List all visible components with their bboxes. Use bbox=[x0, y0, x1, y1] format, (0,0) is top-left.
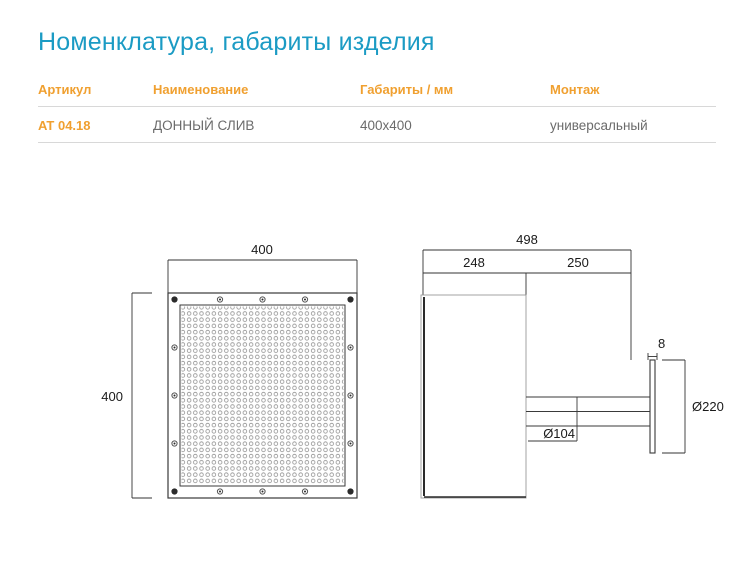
dimension-label-body-length: 248 bbox=[463, 255, 485, 270]
flange-plate bbox=[649, 359, 656, 454]
cell-dimensions: 400x400 bbox=[360, 106, 550, 143]
page-title: Номенклатура, габариты изделия bbox=[38, 28, 435, 56]
bolt-holes-left-edge bbox=[171, 344, 178, 447]
perforation-hole-grid bbox=[181, 306, 344, 485]
dimension-label-width: 400 bbox=[251, 242, 273, 257]
table-header-row: Артикул Наименование Габариты / мм Монта… bbox=[38, 82, 716, 107]
dimension-label-pipe-length: 250 bbox=[567, 255, 589, 270]
dimension-label-pipe-diameter: Ø104 bbox=[543, 426, 575, 441]
drawings-svg: 400 400 bbox=[101, 232, 724, 499]
column-header-article: Артикул bbox=[38, 82, 153, 107]
column-header-dimensions: Габариты / мм bbox=[360, 82, 550, 107]
dimension-label-flange-thickness: 8 bbox=[658, 336, 665, 351]
dimension-overall-498: 498 bbox=[422, 232, 632, 360]
dimension-flange-diameter: Ø220 bbox=[662, 359, 724, 454]
column-header-mounting: Монтаж bbox=[550, 82, 716, 107]
bolt-holes-right-edge bbox=[347, 344, 354, 447]
dimension-label-height: 400 bbox=[101, 389, 123, 404]
body-outer-outline bbox=[420, 294, 527, 499]
dimension-chain-248-250: 248 250 bbox=[423, 255, 631, 295]
table-row: AT 04.18 ДОННЫЙ СЛИВ 400x400 универсальн… bbox=[38, 106, 716, 143]
cell-article: AT 04.18 bbox=[38, 106, 153, 143]
side-view-drawing: 498 248 250 Ø104 bbox=[420, 232, 724, 499]
bolt-holes-top-edge bbox=[171, 296, 354, 303]
cell-name: ДОННЫЙ СЛИВ bbox=[153, 106, 360, 143]
specification-table: Артикул Наименование Габариты / мм Монта… bbox=[38, 82, 716, 143]
technical-drawings: 400 400 bbox=[0, 205, 756, 535]
cell-mounting: универсальный bbox=[550, 106, 716, 143]
outlet-pipe bbox=[526, 396, 650, 427]
dimension-width-400: 400 bbox=[167, 242, 358, 293]
column-header-name: Наименование bbox=[153, 82, 360, 107]
bolt-holes-bottom-edge bbox=[171, 488, 354, 495]
dimension-height-400: 400 bbox=[101, 292, 152, 499]
top-view-drawing: 400 400 bbox=[101, 242, 358, 499]
dimension-label-flange-diameter: Ø220 bbox=[692, 399, 724, 414]
dimension-label-overall: 498 bbox=[516, 232, 538, 247]
dimension-flange-thickness: 8 bbox=[647, 336, 665, 360]
dimension-pipe-diameter: Ø104 bbox=[528, 397, 578, 442]
